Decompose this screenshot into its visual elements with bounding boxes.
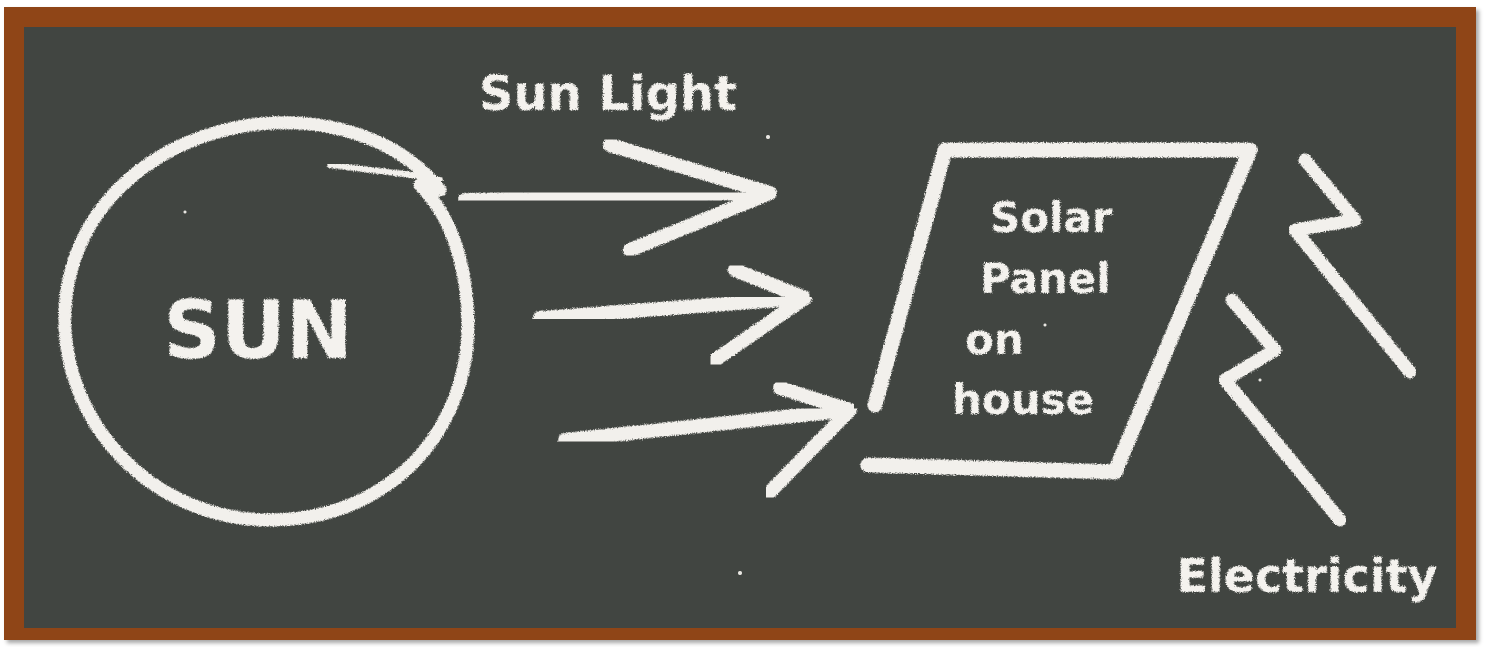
electricity-bolt-lower — [1218, 293, 1347, 527]
sunlight-arrow-middle — [533, 263, 812, 367]
sunlight-arrow-top — [458, 138, 777, 257]
solar-panel-line-1: Solar — [990, 193, 1113, 242]
solar-panel-line-4: house — [952, 375, 1094, 424]
electricity-bolt-upper — [1288, 153, 1417, 379]
solar-panel — [860, 142, 1258, 480]
solar-panel-line-2: Panel — [980, 254, 1111, 303]
chalk-specks — [183, 135, 1262, 575]
sun-label: SUN — [163, 284, 353, 377]
electricity-label: Electricity — [1176, 549, 1437, 603]
sunlight-arrow-bottom — [558, 381, 857, 499]
solar-panel-line-3: on — [965, 315, 1024, 364]
solar-panel-label: Solar Panel on house — [952, 193, 1127, 424]
sunlight-label: Sun Light — [479, 66, 737, 122]
sun-circle — [58, 116, 475, 527]
